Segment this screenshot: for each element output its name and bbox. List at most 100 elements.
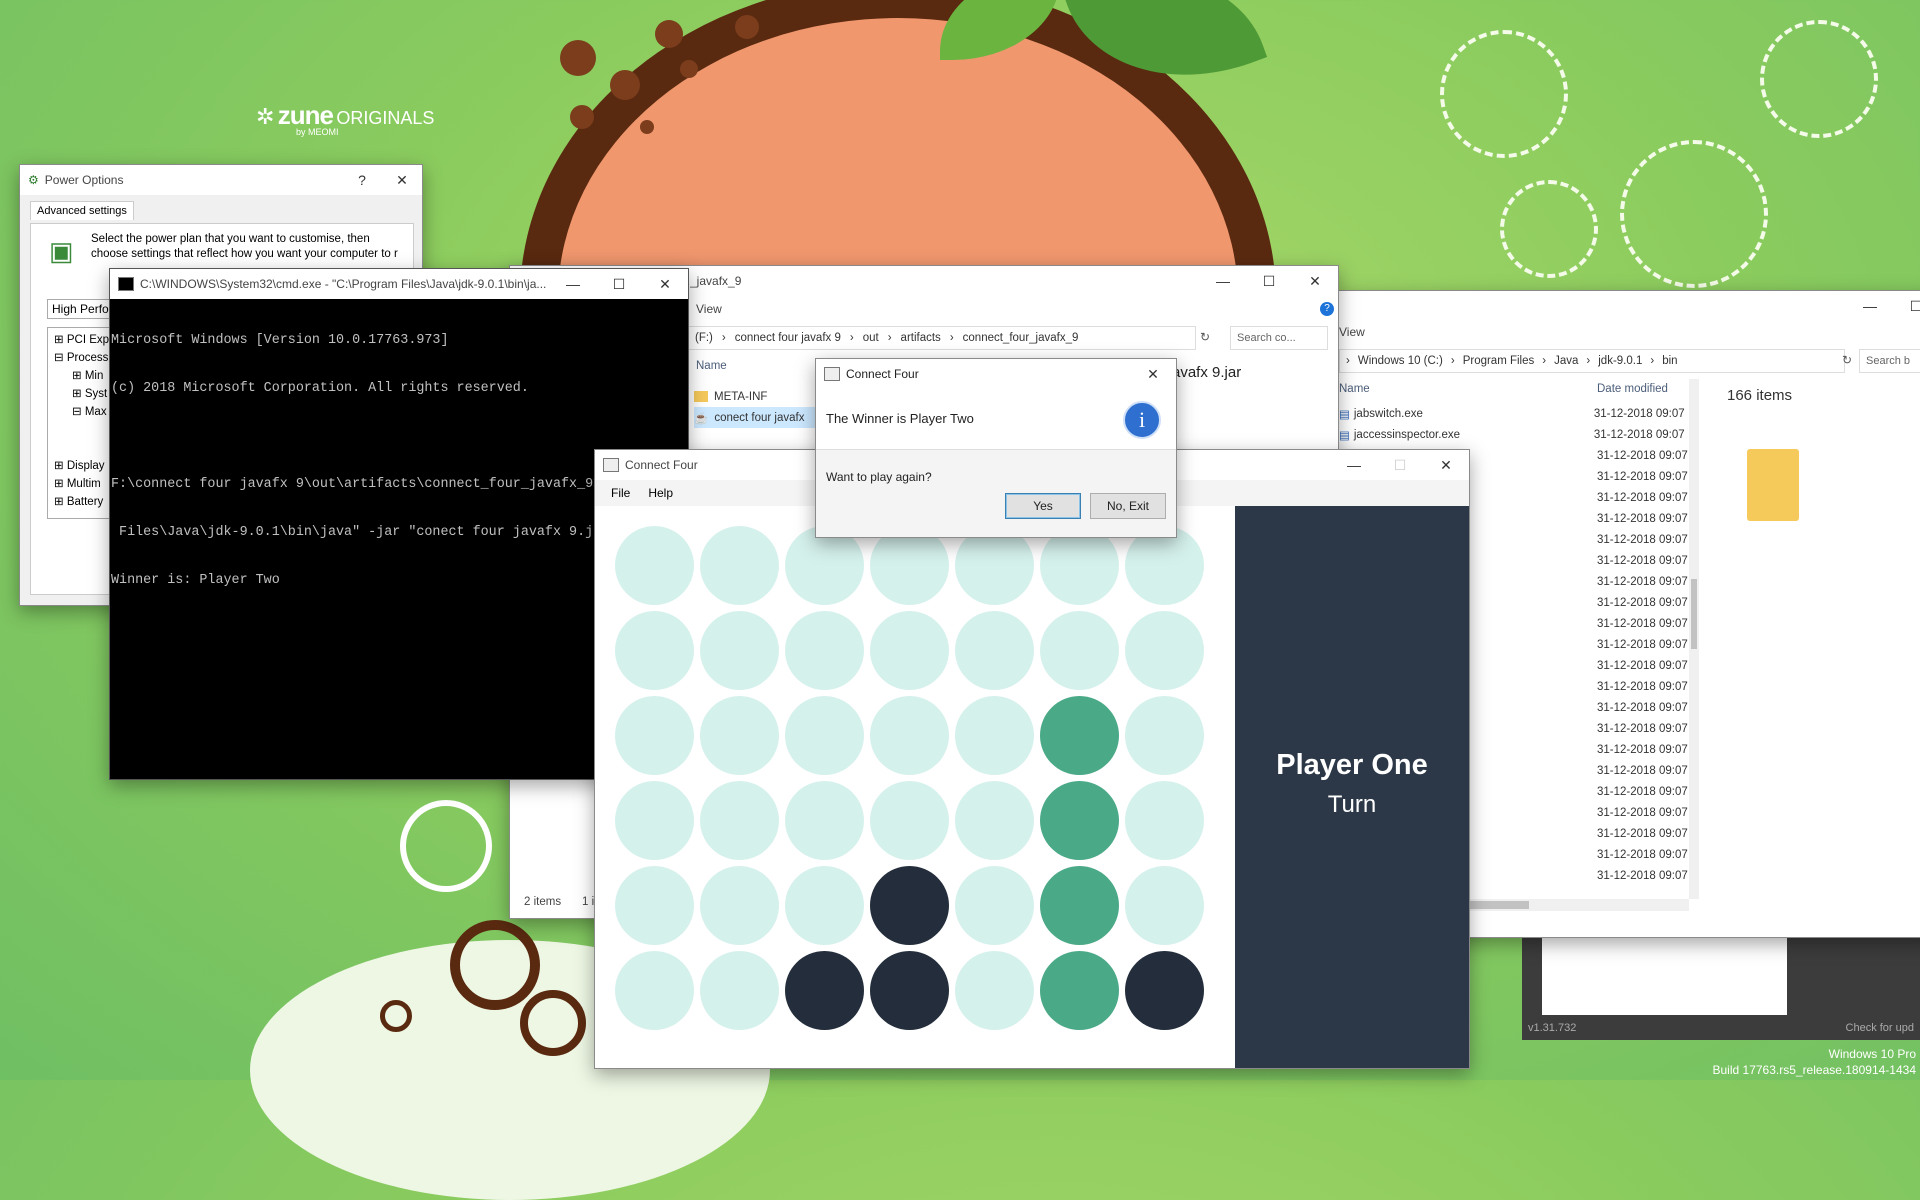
- help-icon[interactable]: ?: [1320, 302, 1334, 316]
- disc-player-one[interactable]: [1040, 866, 1119, 945]
- close-button[interactable]: ✕: [659, 275, 671, 292]
- empty-cell[interactable]: [615, 951, 694, 1030]
- scrollbar-thumb[interactable]: [1469, 901, 1529, 909]
- file-row[interactable]: 31-12-2018 09:07: [1597, 533, 1688, 546]
- empty-cell[interactable]: [615, 696, 694, 775]
- empty-cell[interactable]: [955, 696, 1034, 775]
- tree-item[interactable]: ⊞ Display: [54, 460, 105, 472]
- file-row[interactable]: 31-12-2018 09:07: [1597, 470, 1688, 483]
- tree-item[interactable]: ⊞ Battery: [54, 496, 104, 508]
- empty-cell[interactable]: [955, 526, 1034, 605]
- empty-cell[interactable]: [785, 611, 864, 690]
- maximize-button[interactable]: ☐: [1262, 272, 1276, 289]
- tree-item[interactable]: ⊟ Max: [72, 406, 107, 418]
- column-date[interactable]: Date modified: [1597, 383, 1668, 395]
- empty-cell[interactable]: [955, 611, 1034, 690]
- empty-cell[interactable]: [700, 951, 779, 1030]
- close-button[interactable]: ✕: [396, 171, 408, 188]
- close-button[interactable]: ✕: [1309, 272, 1321, 289]
- empty-cell[interactable]: [870, 781, 949, 860]
- disc-player-two[interactable]: [870, 866, 949, 945]
- empty-cell[interactable]: [1040, 611, 1119, 690]
- search-box[interactable]: Search co...: [1230, 326, 1328, 350]
- close-button[interactable]: ✕: [1440, 456, 1452, 473]
- disc-player-one[interactable]: [1040, 951, 1119, 1030]
- file-row[interactable]: 31-12-2018 09:07: [1597, 785, 1688, 798]
- help-button[interactable]: ?: [358, 172, 366, 188]
- empty-cell[interactable]: [615, 866, 694, 945]
- disc-player-two[interactable]: [870, 951, 949, 1030]
- cmd-titlebar[interactable]: C:\WINDOWS\System32\cmd.exe - "C:\Progra…: [110, 269, 688, 299]
- empty-cell[interactable]: [700, 696, 779, 775]
- empty-cell[interactable]: [615, 526, 694, 605]
- empty-cell[interactable]: [615, 611, 694, 690]
- file-row[interactable]: 31-12-2018 09:07: [1597, 806, 1688, 819]
- empty-cell[interactable]: [870, 696, 949, 775]
- empty-cell[interactable]: [870, 611, 949, 690]
- maximize-button[interactable]: ☐: [612, 275, 626, 292]
- file-row[interactable]: 31-12-2018 09:07: [1597, 638, 1688, 651]
- empty-cell[interactable]: [700, 866, 779, 945]
- minimize-button[interactable]: —: [1863, 298, 1877, 314]
- menu-view[interactable]: View: [1339, 325, 1365, 339]
- file-row[interactable]: 31-12-2018 09:07: [1597, 596, 1688, 609]
- disc-player-two[interactable]: [1125, 951, 1204, 1030]
- address-bar[interactable]: ›Windows 10 (C:)›Program Files›Java›jdk-…: [1339, 349, 1845, 373]
- menu-file[interactable]: File: [611, 486, 631, 500]
- minimize-button[interactable]: —: [1216, 273, 1230, 289]
- empty-cell[interactable]: [785, 866, 864, 945]
- minimize-button[interactable]: —: [1347, 457, 1361, 473]
- empty-cell[interactable]: [700, 611, 779, 690]
- file-row[interactable]: 31-12-2018 09:07: [1597, 848, 1688, 861]
- maximize-button[interactable]: ☐: [1893, 291, 1920, 321]
- menu-help[interactable]: Help: [648, 486, 674, 500]
- column-name[interactable]: Name: [696, 360, 727, 372]
- file-row[interactable]: 31-12-2018 09:07: [1597, 575, 1688, 588]
- search-box[interactable]: Search b: [1859, 349, 1920, 373]
- cmd-output[interactable]: Microsoft Windows [Version 10.0.17763.97…: [110, 299, 688, 621]
- disc-player-two[interactable]: [785, 951, 864, 1030]
- vertical-scrollbar[interactable]: [1689, 379, 1699, 899]
- empty-cell[interactable]: [1125, 866, 1204, 945]
- tree-item[interactable]: ⊞ PCI Exp: [54, 334, 110, 346]
- power-options-tab[interactable]: Advanced settings: [30, 201, 134, 220]
- empty-cell[interactable]: [785, 696, 864, 775]
- empty-cell[interactable]: [615, 781, 694, 860]
- empty-cell[interactable]: [1125, 611, 1204, 690]
- file-row[interactable]: 31-12-2018 09:07: [1597, 869, 1688, 882]
- empty-cell[interactable]: [1125, 526, 1204, 605]
- file-row[interactable]: 31-12-2018 09:07: [1597, 554, 1688, 567]
- file-row[interactable]: 31-12-2018 09:07: [1597, 701, 1688, 714]
- empty-cell[interactable]: [1040, 526, 1119, 605]
- file-row[interactable]: 31-12-2018 09:07: [1597, 764, 1688, 777]
- check-updates-link[interactable]: Check for upd: [1845, 1022, 1914, 1034]
- empty-cell[interactable]: [785, 526, 864, 605]
- game-board[interactable]: [595, 506, 1235, 1068]
- file-row[interactable]: 31-12-2018 09:07: [1597, 827, 1688, 840]
- file-row[interactable]: 31-12-2018 09:07: [1597, 722, 1688, 735]
- column-name[interactable]: Name: [1339, 383, 1370, 395]
- maximize-button[interactable]: ☐: [1393, 456, 1407, 473]
- empty-cell[interactable]: [1125, 696, 1204, 775]
- file-row[interactable]: 31-12-2018 09:07: [1597, 491, 1688, 504]
- minimize-button[interactable]: —: [566, 276, 580, 292]
- empty-cell[interactable]: [955, 951, 1034, 1030]
- scrollbar-thumb[interactable]: [1691, 579, 1697, 649]
- empty-cell[interactable]: [1125, 781, 1204, 860]
- explorer-bin-titlebar[interactable]: — ☐: [1339, 291, 1920, 321]
- no-exit-button[interactable]: No, Exit: [1090, 493, 1166, 519]
- file-row[interactable]: META-INF: [694, 386, 824, 407]
- empty-cell[interactable]: [870, 526, 949, 605]
- power-options-titlebar[interactable]: ⚙ Power Options ? ✕: [20, 165, 422, 195]
- tree-item[interactable]: ⊟ Process: [54, 352, 109, 364]
- close-button[interactable]: ✕: [1147, 365, 1159, 382]
- empty-cell[interactable]: [700, 526, 779, 605]
- empty-cell[interactable]: [955, 781, 1034, 860]
- refresh-icon[interactable]: ↻: [1200, 330, 1211, 344]
- empty-cell[interactable]: [700, 781, 779, 860]
- tree-item[interactable]: ⊞ Min: [72, 370, 104, 382]
- tree-item[interactable]: ⊞ Syst: [72, 388, 108, 400]
- empty-cell[interactable]: [955, 866, 1034, 945]
